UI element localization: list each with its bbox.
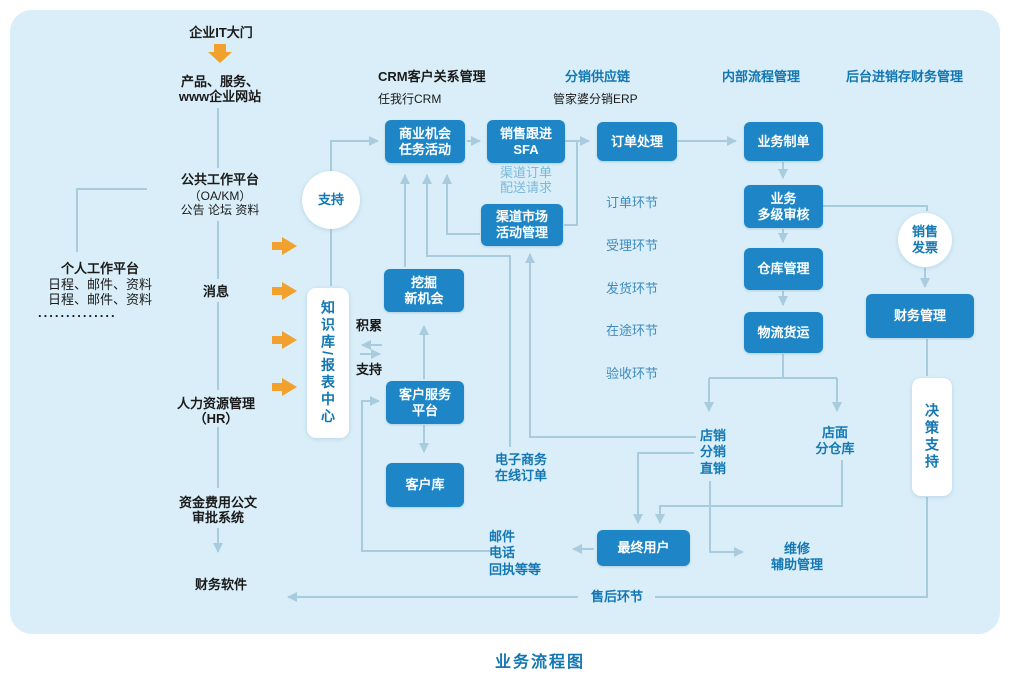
public-platform-label: 公共工作平台 xyxy=(180,172,259,187)
node-customer-db: 客户库 xyxy=(386,463,464,507)
accumulate-label: 积累 xyxy=(355,318,382,333)
node-finance-mgmt: 财务管理 xyxy=(866,294,974,338)
header-internal: 内部流程管理 xyxy=(722,69,801,84)
node-order-handling: 订单处理 xyxy=(597,122,677,161)
approval-system-label: 资金费用公文 审批系统 xyxy=(178,495,257,526)
ecommerce-label: 电子商务 在线订单 xyxy=(494,452,547,484)
header-crm: CRM客户关系管理 xyxy=(378,69,486,84)
page-title: 业务流程图 xyxy=(494,654,585,671)
step-check: 验收环节 xyxy=(606,366,659,381)
public-platform-items-label: 公告 论坛 资料 xyxy=(180,203,260,217)
decision-support-box: 决策支持 xyxy=(912,378,952,496)
aftersales-label: 售后环节 xyxy=(590,589,643,604)
finance-software-label: 财务软件 xyxy=(194,577,247,592)
mail-phone-label: 邮件 电话 回执等等 xyxy=(489,529,542,577)
support-circle: 支持 xyxy=(302,171,360,229)
personal-items-label: 日程、邮件、资料 xyxy=(47,292,152,307)
step-transit: 在途环节 xyxy=(606,323,659,338)
sales-invoice-circle: 销售 发票 xyxy=(898,213,952,267)
repair-label: 维修 辅助管理 xyxy=(770,541,823,573)
node-warehouse: 仓库管理 xyxy=(744,248,823,290)
step-accept: 受理环节 xyxy=(606,238,659,253)
it-gate-label: 企业IT大门 xyxy=(189,25,253,40)
header-distribution-sub: 管家婆分销ERP xyxy=(553,92,638,106)
knowledge-center-box: 知识库/报表中心 xyxy=(307,288,349,438)
node-channel-marketing: 渠道市场 活动管理 xyxy=(481,204,563,246)
website-label: 产品、服务、 www企业网站 xyxy=(178,74,262,105)
support-label: 支持 xyxy=(355,362,382,377)
header-crm-sub: 任我行CRM xyxy=(378,92,442,106)
step-order: 订单环节 xyxy=(606,195,659,210)
node-sfa: 销售跟进 SFA xyxy=(487,120,565,163)
public-platform-sub-label: （OA/KM） xyxy=(188,189,252,203)
hr-label: 人力资源管理 （HR） xyxy=(176,396,255,427)
node-dig-new-opportunity: 挖掘 新机会 xyxy=(384,269,464,312)
node-customer-service: 客户服务 平台 xyxy=(386,381,464,424)
header-backoffice: 后台进销存财务管理 xyxy=(846,69,964,84)
personal-more-label: .............. xyxy=(38,305,117,320)
channel-order-note: 渠道订单 配送请求 xyxy=(499,165,552,195)
personal-platform-label: 个人工作平台 xyxy=(60,261,139,276)
node-logistics: 物流货运 xyxy=(744,312,823,353)
store-warehouse-label: 店面 分仓库 xyxy=(815,425,855,457)
store-sales-label: 店销 分销 直销 xyxy=(699,428,726,476)
header-distribution: 分销供应链 xyxy=(565,69,631,84)
node-multi-audit: 业务 多级审核 xyxy=(744,185,823,228)
personal-items-label: 日程、邮件、资料 xyxy=(47,277,152,292)
node-final-user: 最终用户 xyxy=(597,530,690,566)
node-biz-doc: 业务制单 xyxy=(744,122,823,161)
node-biz-opportunity: 商业机会 任务活动 xyxy=(385,120,465,163)
message-label: 消息 xyxy=(202,284,229,299)
step-ship: 发货环节 xyxy=(606,281,659,296)
